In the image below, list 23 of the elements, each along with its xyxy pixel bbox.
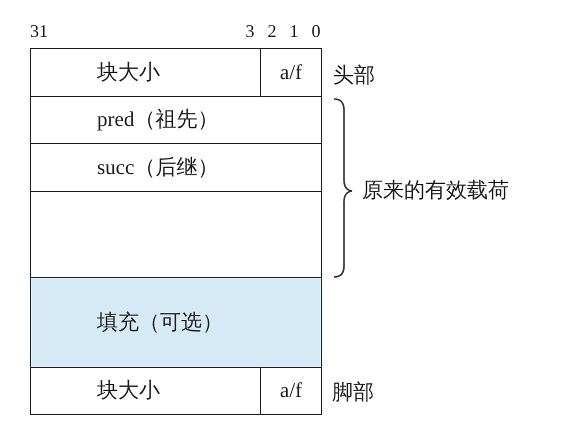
field-label: a/f bbox=[280, 379, 302, 403]
field-label: succ（后继） bbox=[97, 156, 218, 180]
block-size-field bbox=[30, 367, 262, 415]
header-label: 头部 bbox=[333, 64, 375, 86]
field-label: 填充（可选） bbox=[97, 311, 223, 334]
pointer-field bbox=[30, 143, 322, 192]
pointer-field bbox=[30, 96, 322, 144]
footer-label: 脚部 bbox=[332, 382, 374, 402]
field-label: pred（祖先） bbox=[97, 108, 218, 132]
payload-label: 原来的有效载荷 bbox=[362, 180, 509, 200]
bit-number: 31 bbox=[30, 22, 48, 40]
field-label: 块大小 bbox=[97, 60, 160, 84]
bit-number: 2 bbox=[268, 22, 276, 40]
bit-number: 0 bbox=[312, 22, 320, 40]
alloc-flag-field bbox=[260, 367, 322, 415]
payload-field bbox=[30, 190, 322, 278]
field-label: 块大小 bbox=[97, 379, 160, 403]
padding-field bbox=[30, 277, 322, 368]
alloc-flag-field bbox=[260, 48, 322, 97]
bit-number: 3 bbox=[246, 22, 254, 40]
block-size-field bbox=[30, 48, 262, 97]
field-label: a/f bbox=[280, 60, 302, 84]
bit-number: 1 bbox=[290, 22, 298, 40]
